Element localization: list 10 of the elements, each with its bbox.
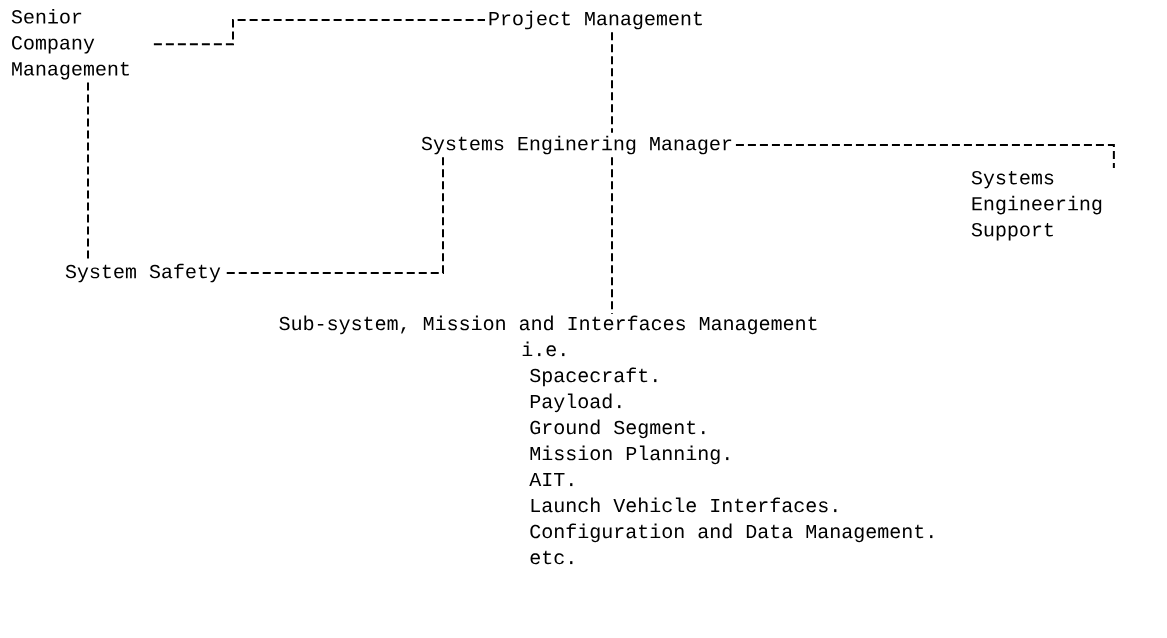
node-label: System Safety — [65, 263, 221, 283]
list-text: Sub-system, Mission and Interfaces Management i.e. Spacecraft. Payload. Ground Segment. Mission Planning. AIT. Launch Vehicle Interfaces. Configuration and Data Management. etc. — [279, 315, 933, 565]
node-label: Systems Engineering Support — [971, 170, 1102, 241]
node-label: Systems Enginering Manager — [421, 135, 732, 155]
connector-line — [734, 144, 1115, 169]
connector-line — [611, 31, 613, 134]
connector-line — [611, 156, 613, 315]
connector-line — [152, 19, 486, 46]
node-label: Senior Company Management — [11, 8, 129, 80]
node-label: Project Management — [489, 10, 702, 30]
